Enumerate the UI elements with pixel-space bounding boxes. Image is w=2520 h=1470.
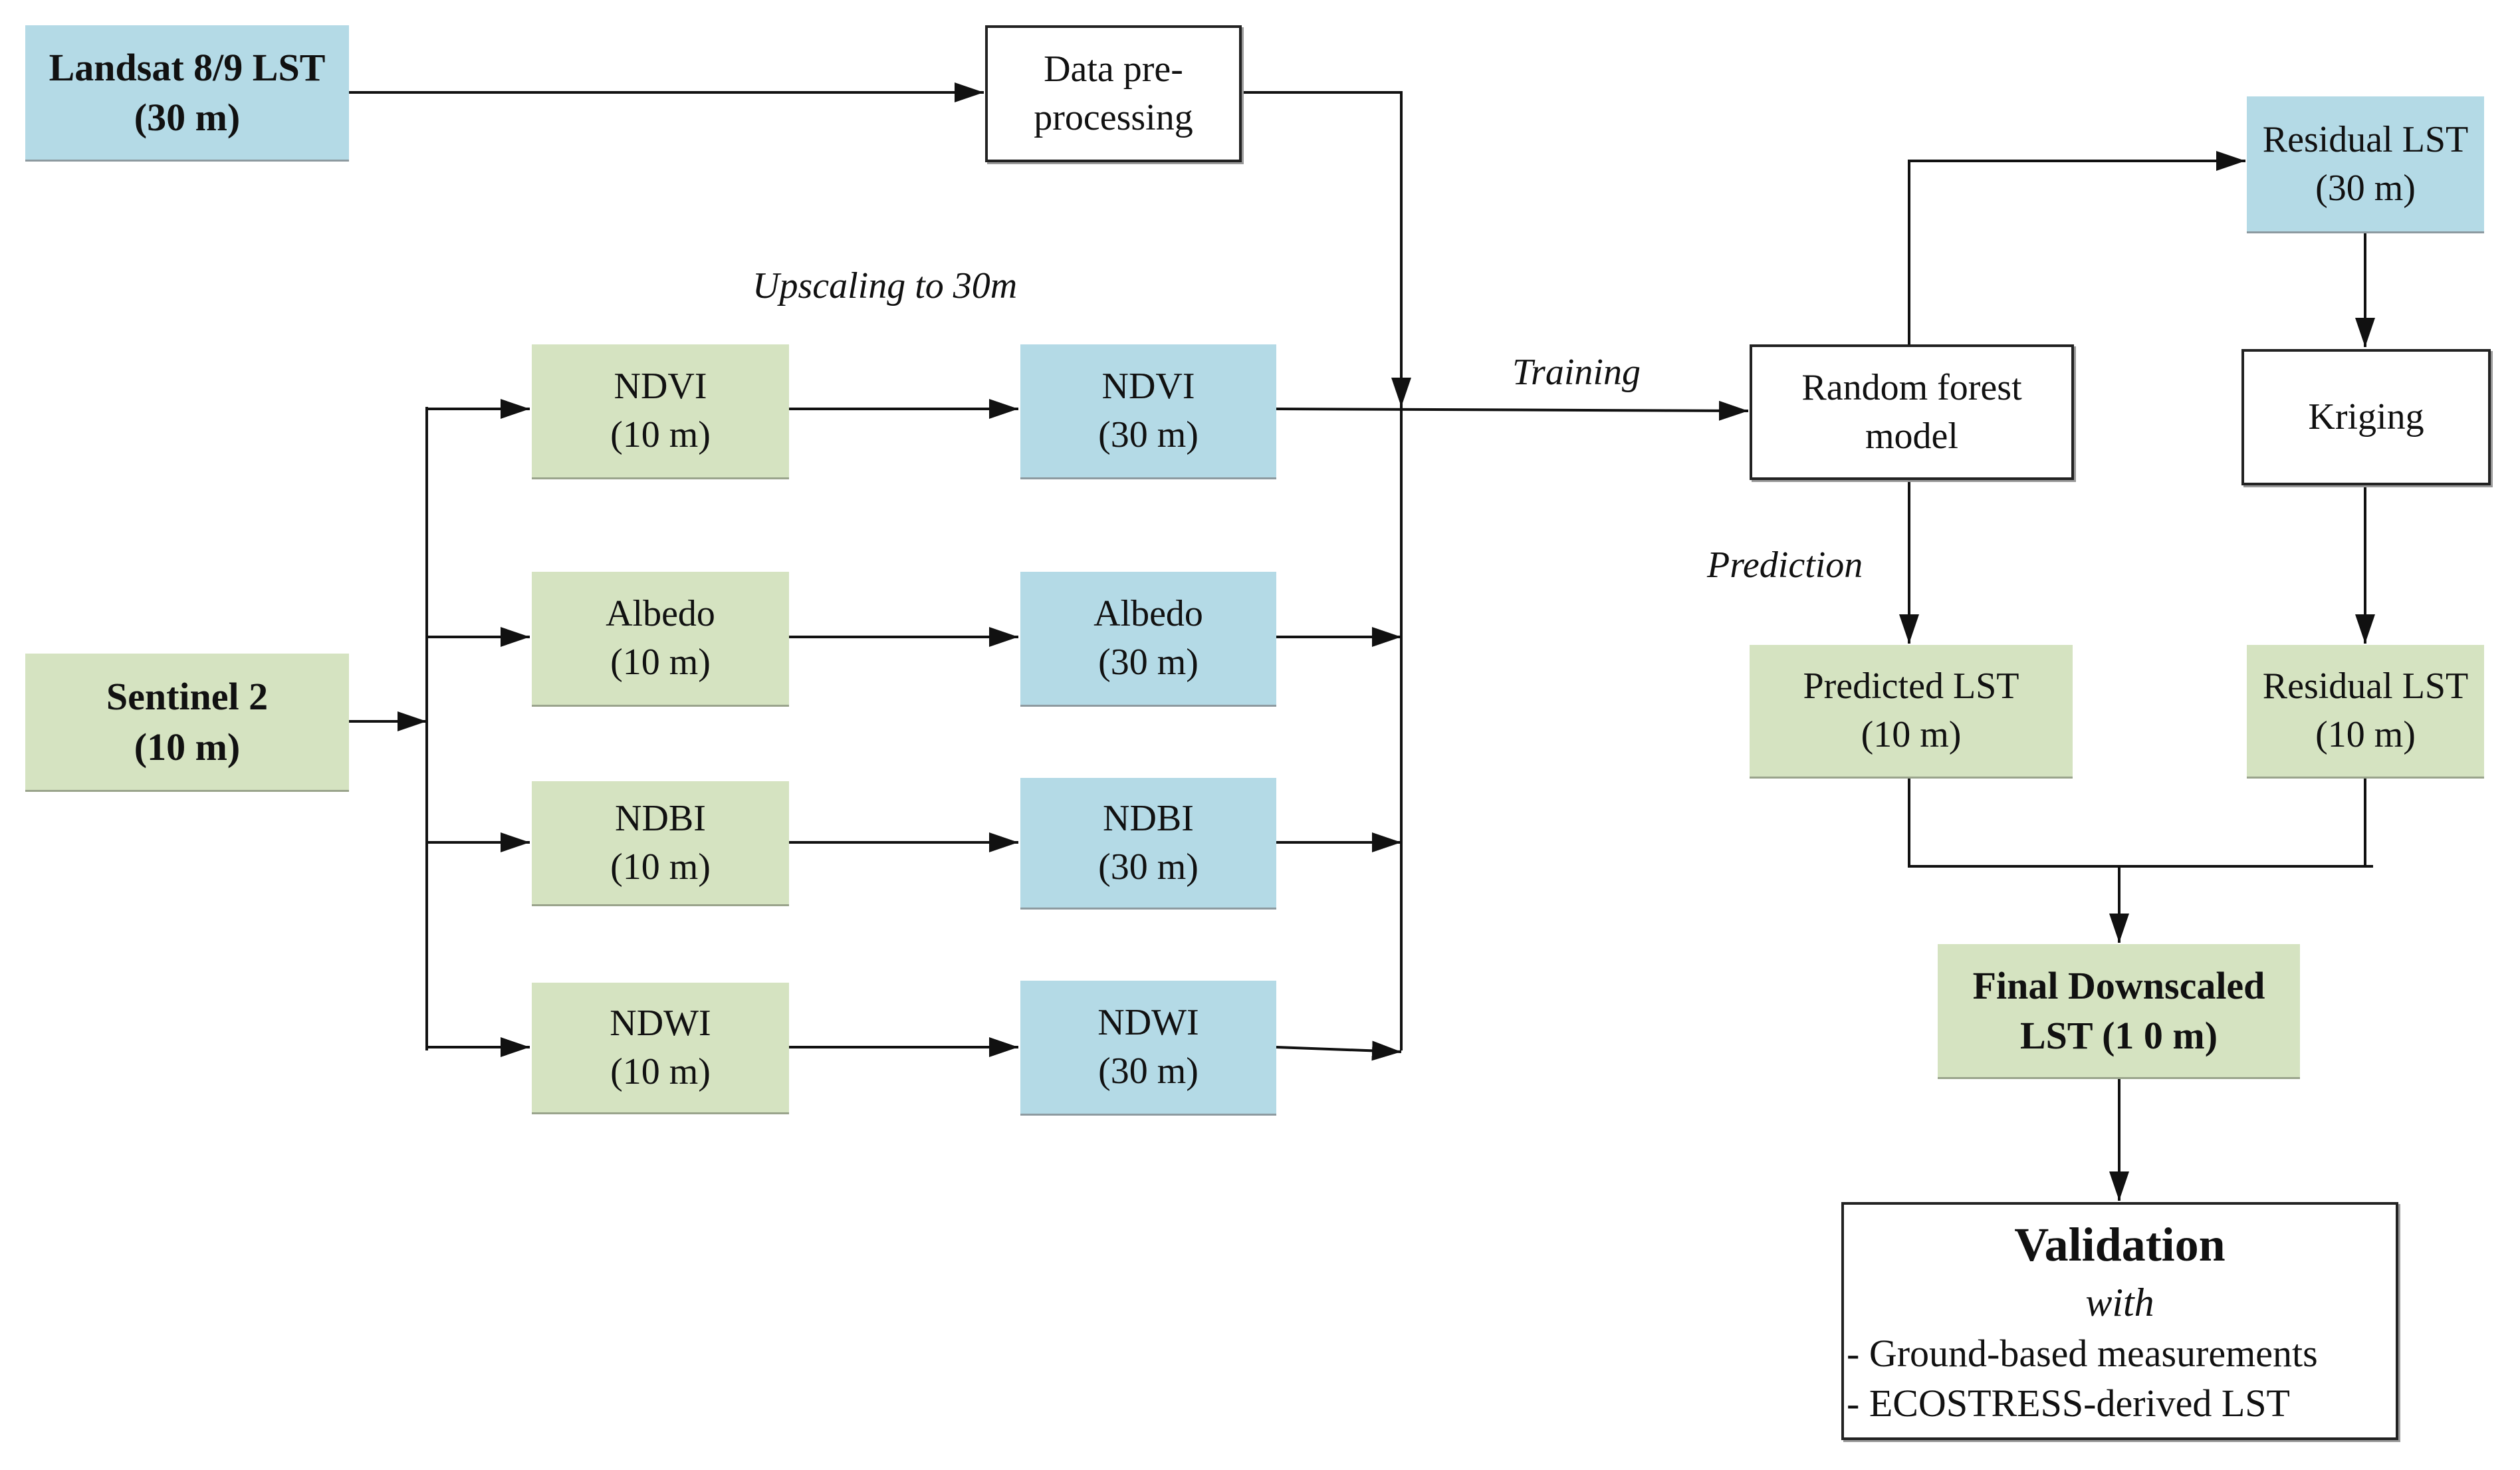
sentinel-line2: (10 m) [134,725,241,769]
edge-rf-to-residual30 [1908,151,2245,344]
ndvi-10m-node: NDVI (10 m) [532,344,789,477]
final-line2: LST (1 0 m) [2019,1014,2218,1057]
ndvi30-line1: NDVI [1101,366,1195,408]
ndwi-30m-node: NDWI (30 m) [1020,981,1276,1114]
preprocess-line1: Data pre- [1044,49,1183,90]
kriging-node: Kriging [2241,349,2491,485]
albedo-30m-node: Albedo (30 m) [1020,572,1276,705]
validation-subtitle: with [2085,1280,2154,1324]
ndbi30-line2: (30 m) [1098,846,1199,888]
ndvi10-line2: (10 m) [610,414,711,455]
validation-title: Validation [2014,1218,2226,1271]
ndvi-30m-node: NDVI (30 m) [1020,344,1276,477]
kriging-line1: Kriging [2308,396,2424,438]
landsat-lst-node: Landsat 8/9 LST (30 m) [25,25,349,160]
validation-item-ground: - Ground-based measurements [1847,1331,2318,1375]
ndvi30-line2: (30 m) [1098,414,1199,455]
landsat-line1: Landsat 8/9 LST [49,45,326,89]
ndbi10-line2: (10 m) [610,846,711,888]
validation-node: Validation with - Ground-based measureme… [1841,1202,2398,1440]
residual30-line2: (30 m) [2315,167,2416,209]
sentinel-line1: Sentinel 2 [106,675,269,719]
ndwi10-line2: (10 m) [610,1050,711,1092]
ndwi30-line2: (30 m) [1098,1050,1199,1092]
residual10-line2: (10 m) [2315,714,2416,755]
training-label: Training [1512,352,1641,393]
rf-line1: Random forest [1801,367,2022,409]
ndbi-30m-node: NDBI (30 m) [1020,778,1276,908]
edge-predicted-to-join [1908,777,2373,868]
preprocess-line2: processing [1034,97,1193,138]
ndbi10-line1: NDBI [615,797,706,839]
ndwi-10m-node: NDWI (10 m) [532,983,789,1112]
albedo10-line1: Albedo [606,593,715,635]
edge-ndwi30-to-merge [1276,1041,1402,1061]
predicted-line1: Predicted LST [1803,666,2019,707]
data-preprocessing-node: Data pre- processing [985,25,1242,162]
final-line1: Final Downscaled [1972,963,2265,1007]
sentinel2-node: Sentinel 2 (10 m) [25,654,349,790]
residual-lst-30m-node: Residual LST (30 m) [2247,96,2484,231]
ndvi10-line1: NDVI [614,366,707,408]
edge-training-to-rf [1276,400,1749,421]
rf-line2: model [1865,416,1958,457]
prediction-label: Prediction [1707,545,1863,586]
residual-lst-10m-node: Residual LST (10 m) [2247,645,2484,777]
upscaling-label: Upscaling to 30m [752,265,1018,306]
final-downscaled-lst-node: Final Downscaled LST (1 0 m) [1938,944,2300,1077]
predicted-line2: (10 m) [1861,714,1962,755]
albedo-10m-node: Albedo (10 m) [532,572,789,705]
albedo30-line1: Albedo [1093,593,1203,635]
residual10-line1: Residual LST [2262,666,2469,707]
ndwi30-line1: NDWI [1097,1002,1199,1044]
validation-item-ecostress: - ECOSTRESS-derived LST [1847,1381,2290,1425]
ndbi30-line1: NDBI [1103,797,1194,839]
albedo30-line2: (30 m) [1098,642,1199,683]
ndwi10-line1: NDWI [610,1002,711,1044]
edge-preprocess-to-merge [1242,91,1411,407]
landsat-line2: (30 m) [134,96,241,139]
random-forest-node: Random forest model [1750,344,2074,480]
residual30-line1: Residual LST [2262,118,2469,160]
predicted-lst-node: Predicted LST (10 m) [1750,645,2073,777]
ndbi-10m-node: NDBI (10 m) [532,781,789,904]
albedo10-line2: (10 m) [610,642,711,683]
